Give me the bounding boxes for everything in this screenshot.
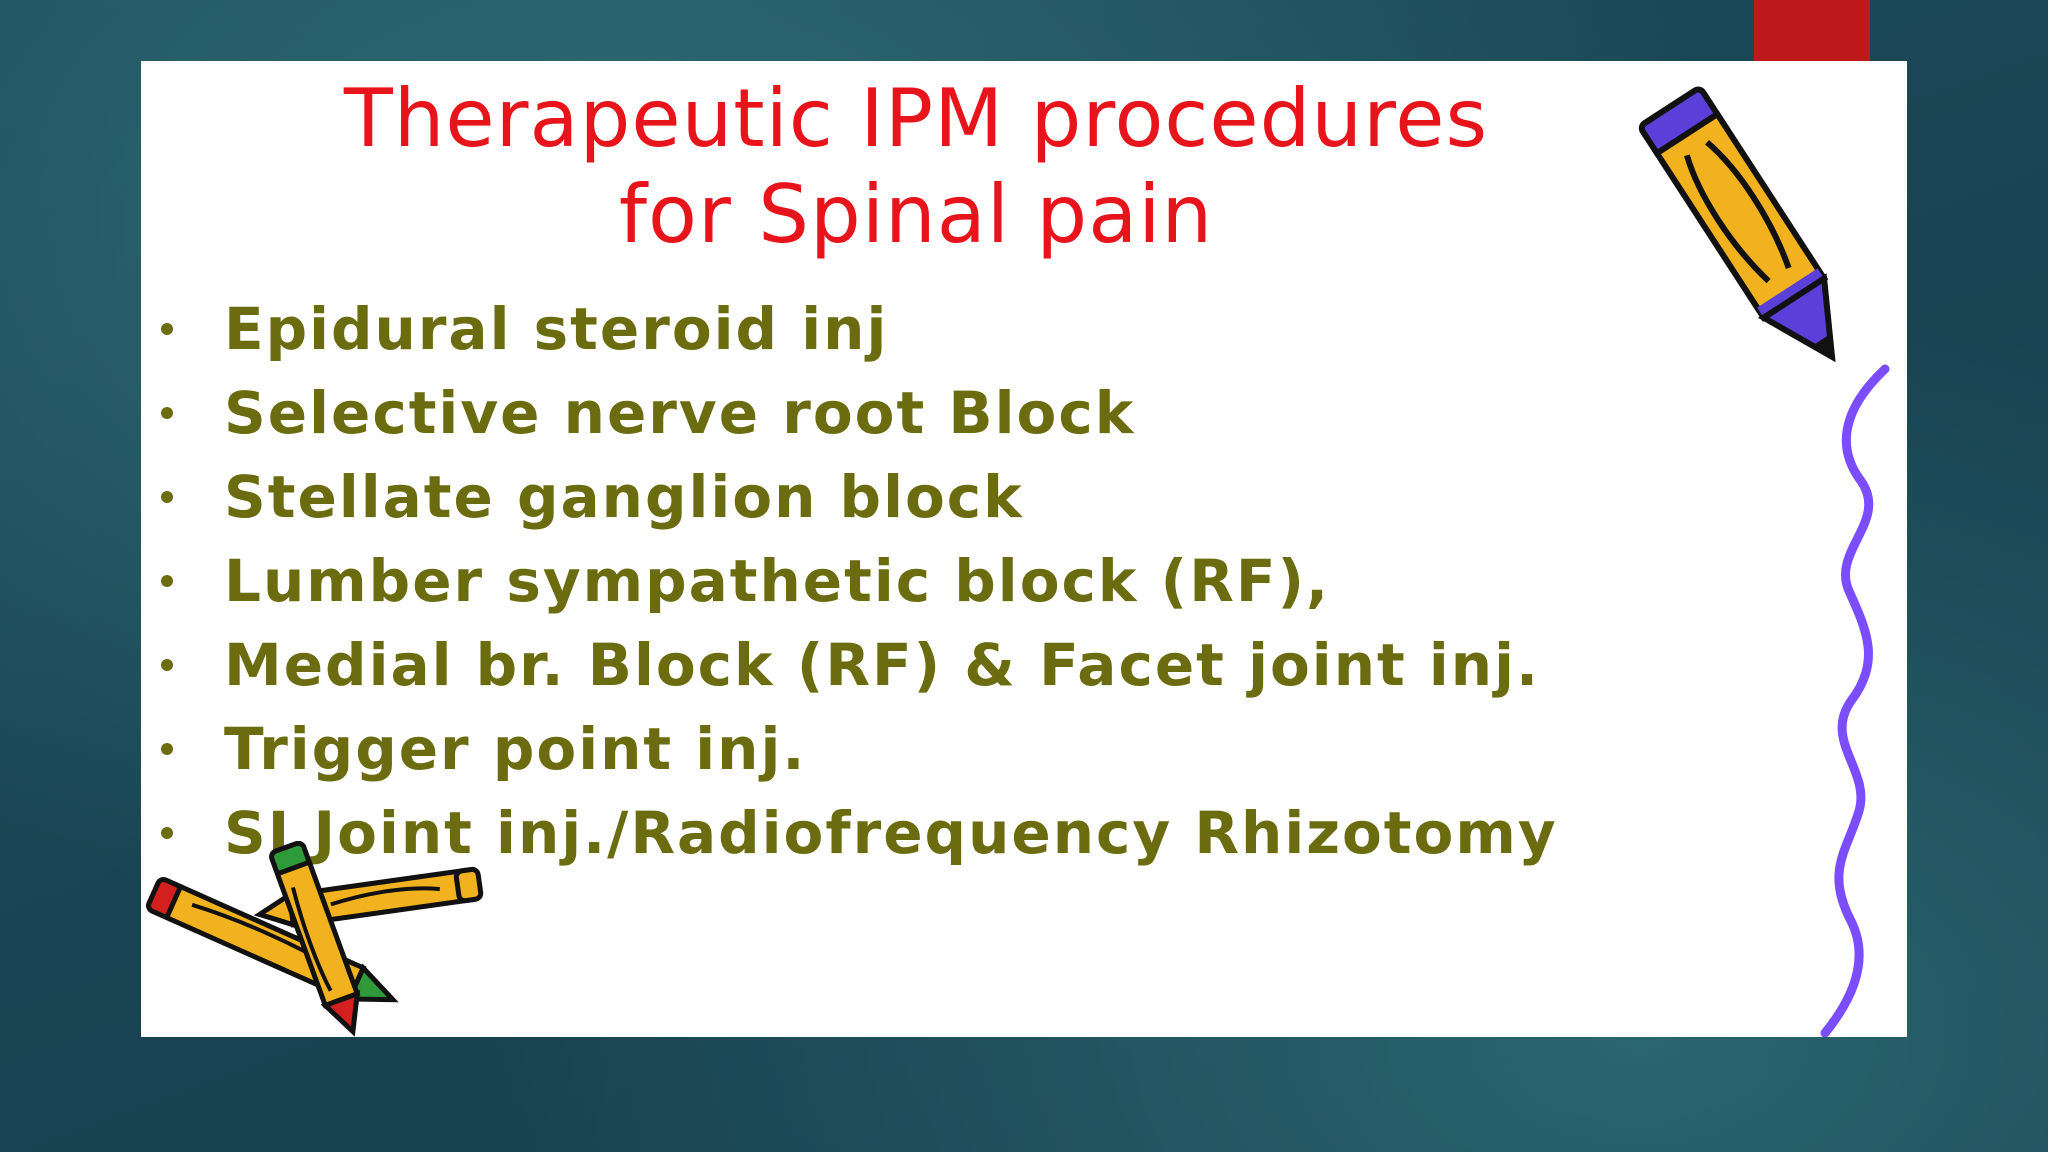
list-item: Medial br. Block (RF) & Facet joint inj. <box>141 623 1558 707</box>
title-line-1: Therapeutic IPM procedures <box>343 72 1489 165</box>
bullet-icon <box>161 827 173 839</box>
bullet-icon <box>161 659 173 671</box>
crossed-pencils-icon <box>146 841 484 1037</box>
squiggle-line <box>1820 364 1890 1037</box>
bullet-icon <box>161 491 173 503</box>
list-item: Stellate ganglion block <box>141 455 1558 539</box>
bullet-icon <box>161 743 173 755</box>
list-item: Trigger point inj. <box>141 707 1558 791</box>
pencil-icon <box>1638 86 1836 363</box>
procedure-list: Epidural steroid inj Selective nerve roo… <box>141 287 1558 875</box>
slide-title: Therapeutic IPM procedures for Spinal pa… <box>141 71 1691 263</box>
accent-tab <box>1754 0 1870 62</box>
list-item: SI Joint inj./Radiofrequency Rhizotomy <box>141 791 1558 875</box>
list-item: Epidural steroid inj <box>141 287 1558 371</box>
bullet-icon <box>161 575 173 587</box>
bullet-icon <box>161 407 173 419</box>
bullet-icon <box>161 323 173 335</box>
list-item: Lumber sympathetic block (RF), <box>141 539 1558 623</box>
title-line-2: for Spinal pain <box>618 168 1214 261</box>
list-item: Selective nerve root Block <box>141 371 1558 455</box>
slide-card: Therapeutic IPM procedures for Spinal pa… <box>141 61 1907 1037</box>
